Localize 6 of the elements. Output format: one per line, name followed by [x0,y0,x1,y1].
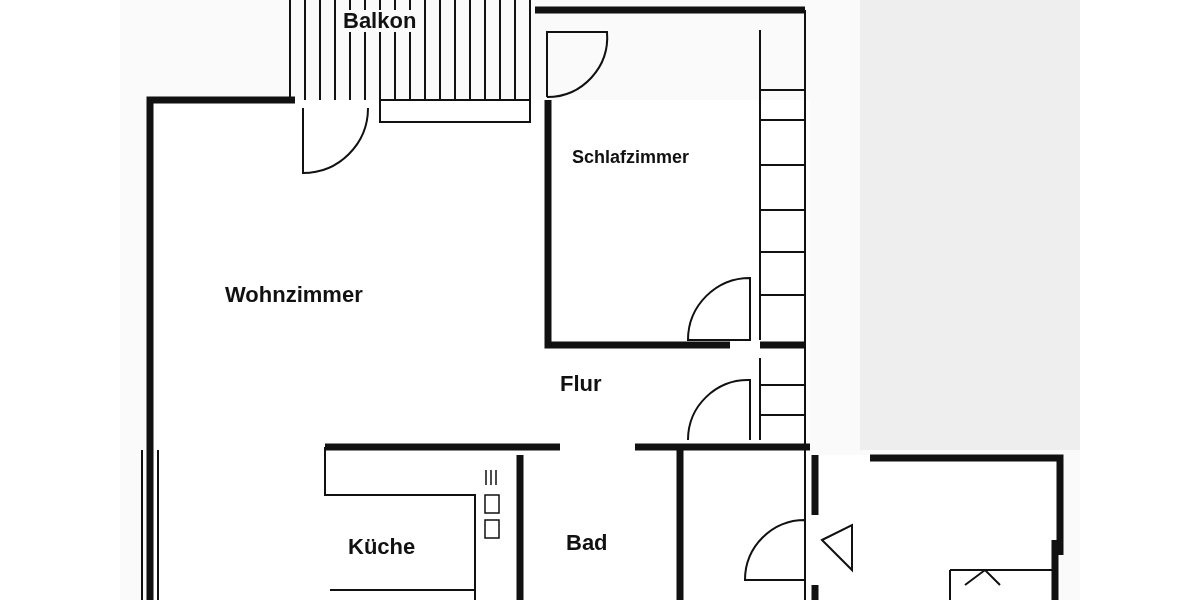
room-label: Balkon [343,10,417,32]
room-label: Bad [566,532,608,554]
room-label: Küche [348,536,416,558]
room-label: Wohnzimmer [225,284,363,306]
room-label: Flur [560,373,602,395]
room-label: Schlafzimmer [572,148,690,166]
